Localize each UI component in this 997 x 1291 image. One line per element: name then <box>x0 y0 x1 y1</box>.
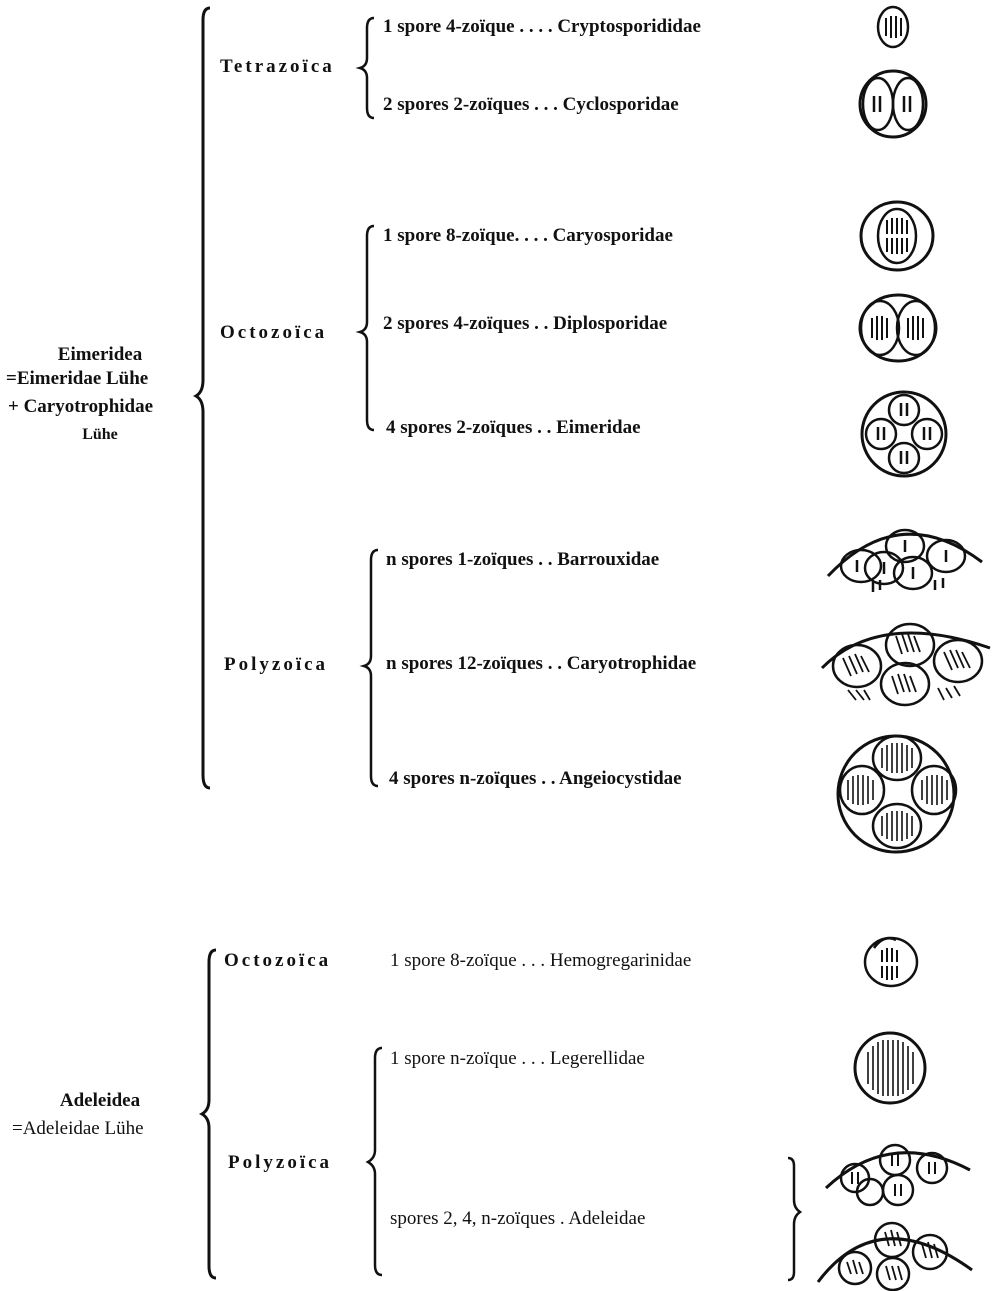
angeiocystidae-figure <box>838 736 956 852</box>
row-caryosporidae: 1 spore 8-zoïque. . . . Caryosporidae <box>383 225 673 247</box>
adeleidae-figure-upper <box>826 1145 970 1205</box>
row-barrouxidae: n spores 1-zoïques . . Barrouxidae <box>386 549 659 571</box>
section-octozoica: Octozoïca <box>220 322 327 344</box>
row-adeleidae: spores 2, 4, n-zoïques . Adeleidae <box>390 1208 645 1230</box>
section-polyzoica-adeleidea: Polyzoïca <box>228 1152 332 1174</box>
row-hemogregarinidae: 1 spore 8-zoïque . . . Hemogregarinidae <box>390 950 691 972</box>
eimeridae-figure <box>862 392 946 476</box>
polyzoica-brace <box>364 550 378 786</box>
adeleidae-figure-brace <box>788 1158 800 1280</box>
adeleidae-figure-lower <box>818 1223 972 1290</box>
section-tetrazoica: Tetrazoïca <box>220 56 335 78</box>
octozoica-brace <box>360 226 374 430</box>
legerellidae-figure <box>855 1033 925 1103</box>
section-polyzoica: Polyzoïca <box>224 654 328 676</box>
row-cyclosporidae: 2 spores 2-zoïques . . . Cyclosporidae <box>383 94 679 116</box>
cryptosporididae-figure <box>878 7 908 47</box>
hemogregarinidae-figure <box>865 938 917 986</box>
caryotrophidae-figure <box>822 624 990 705</box>
eimeridea-synonym-1: =Eimeridae Lühe <box>6 368 148 390</box>
diplosporidae-figure <box>860 295 936 361</box>
barrouxidae-figure <box>828 530 982 592</box>
row-diplosporidae: 2 spores 4-zoïques . . Diplosporidae <box>383 313 667 335</box>
row-cryptosporididae: 1 spore 4-zoïque . . . . Cryptosporidida… <box>383 16 701 38</box>
row-caryotrophidae: n spores 12-zoïques . . Caryotrophidae <box>386 653 696 675</box>
adeleidea-brace <box>202 950 216 1278</box>
tetrazoica-brace <box>360 18 374 118</box>
eimeridea-brace <box>196 8 210 788</box>
cyclosporidae-figure <box>860 71 926 137</box>
row-eimeridae: 4 spores 2-zoïques . . Eimeridae <box>386 417 641 439</box>
section-octozoica-adeleidea: Octozoïca <box>224 950 331 972</box>
adeleidea-synonym-1: =Adeleidae Lühe <box>12 1118 144 1140</box>
eimeridea-label: Eimeridea <box>40 344 160 366</box>
row-angeiocystidae: 4 spores n-zoïques . . Angeiocystidae <box>389 768 682 790</box>
caryosporidae-figure <box>861 202 933 270</box>
row-legerellidae: 1 spore n-zoïque . . . Legerellidae <box>390 1048 645 1070</box>
polyzoica2-brace <box>368 1048 382 1275</box>
adeleidea-label: Adeleidea <box>30 1090 170 1112</box>
eimeridea-synonym-2: + Caryotrophidae <box>8 396 153 418</box>
eimeridea-synonym-3: Lühe <box>40 424 160 446</box>
